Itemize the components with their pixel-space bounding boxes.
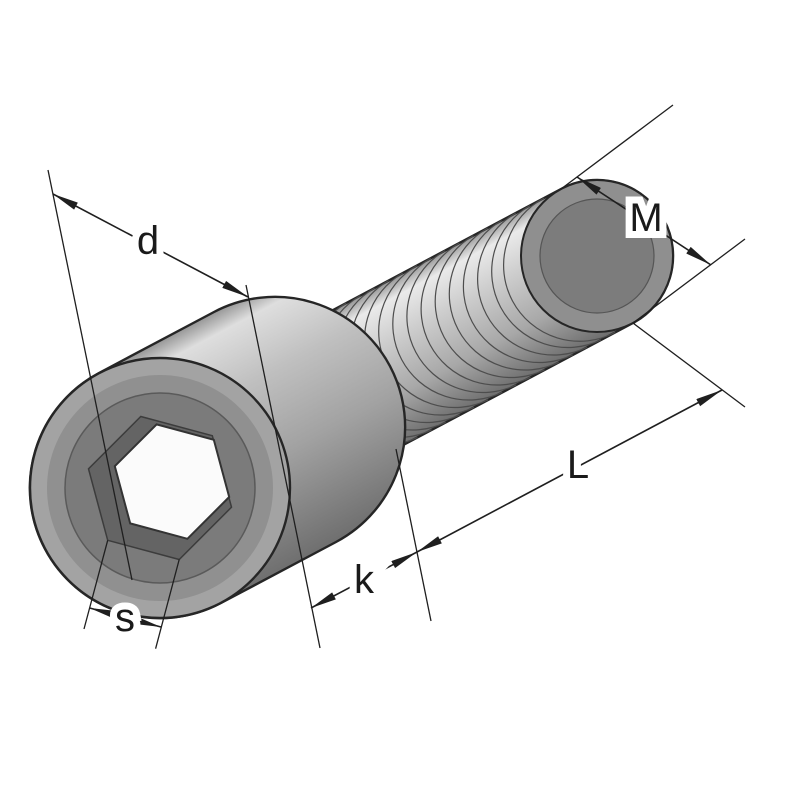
ext-line-tip-top — [560, 104, 674, 190]
ext-line-hex-flat-2 — [154, 559, 180, 649]
dim-line-L — [416, 389, 723, 553]
dim-line-d — [52, 193, 249, 298]
thread-line — [434, 235, 545, 379]
dim-line-M — [576, 176, 712, 266]
dim-label-M: M — [629, 196, 662, 240]
dim-label-d: d — [137, 219, 159, 263]
thread-line — [420, 242, 531, 386]
dim-label-s: s — [115, 596, 135, 640]
thread-line — [462, 220, 574, 364]
hex-socket-bottom — [113, 423, 231, 540]
thread-line — [503, 197, 616, 342]
ext-line-bearing-plane — [245, 284, 321, 649]
ext-line-thread-start — [395, 448, 432, 622]
thread-line — [448, 227, 559, 371]
dim-label-k: k — [354, 558, 375, 602]
ext-line-hex-flat-1 — [83, 540, 109, 630]
dim-line-k — [310, 551, 418, 609]
thread-line — [491, 205, 602, 349]
dim-line-s — [89, 607, 162, 628]
ext-line-tip-length — [632, 322, 746, 408]
ext-line-tip-bottom — [632, 238, 746, 324]
dim-label-L: L — [567, 443, 589, 487]
thread-line — [477, 212, 588, 356]
